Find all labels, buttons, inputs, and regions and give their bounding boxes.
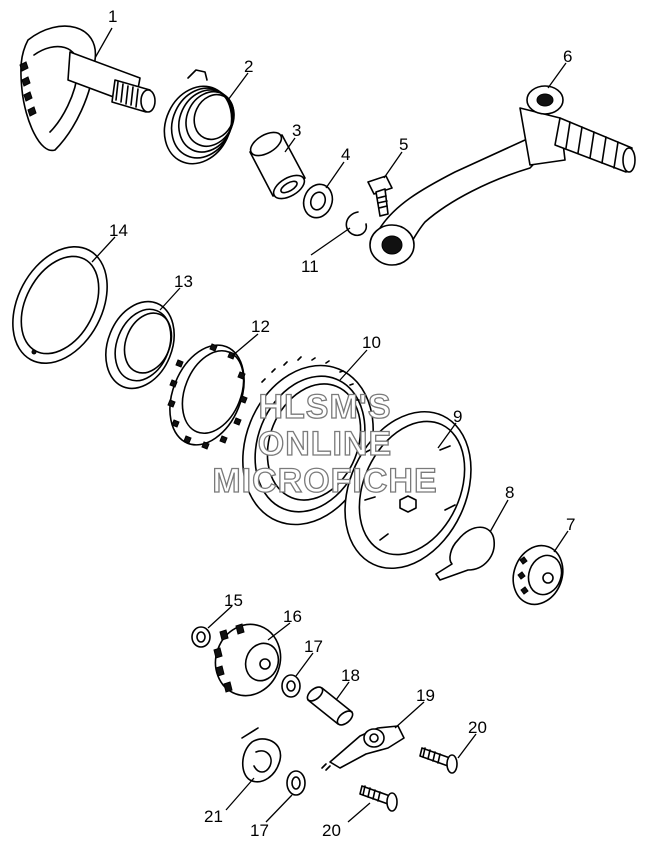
part-18-pin (306, 686, 354, 726)
part-14-plate (12, 246, 108, 364)
callout-12: 12 (251, 317, 270, 336)
part-3-bushing (249, 131, 306, 200)
callout-1: 1 (108, 7, 117, 26)
part-19-pawl-lever (321, 725, 405, 771)
callout-21: 21 (204, 807, 223, 826)
callout-2: 2 (244, 57, 253, 76)
watermark-line-1: HLSM'S (258, 388, 391, 426)
part-12-roller-cage (167, 343, 248, 450)
callout-6: 6 (563, 47, 572, 66)
part-6-kick-lever (369, 85, 636, 266)
callout-7: 7 (566, 515, 575, 534)
callout-10: 10 (362, 333, 381, 352)
callout-20-lower: 20 (322, 821, 341, 840)
part-10-ring-gear (242, 356, 374, 526)
watermark-line-3: MICROFICHE (212, 462, 437, 500)
callout-11: 11 (301, 257, 319, 276)
watermark-line-2: ONLINE (258, 425, 392, 463)
part-21-spring-clip (241, 727, 282, 783)
callout-5: 5 (399, 135, 408, 154)
callout-9: 9 (453, 407, 462, 426)
callout-17-upper: 17 (304, 637, 323, 656)
callout-8: 8 (505, 483, 514, 502)
part-9-clutch-plate (344, 410, 472, 570)
callout-16: 16 (283, 607, 302, 626)
callout-3: 3 (292, 121, 301, 140)
callout-17-lower: 17 (250, 821, 269, 840)
part-11-circlip (345, 211, 368, 237)
callout-4: 4 (341, 145, 350, 164)
callout-20-upper: 20 (468, 718, 487, 737)
part-20-screw-upper (419, 747, 458, 774)
part-17-washer-upper (281, 674, 301, 698)
part-8-gasket (435, 526, 495, 581)
part-13-ring (105, 300, 175, 390)
part-16-starter-gear (213, 623, 282, 697)
callout-13: 13 (174, 272, 193, 291)
callout-19: 19 (416, 686, 435, 705)
callout-14: 14 (109, 221, 128, 240)
part-1-kick-shaft (19, 25, 156, 152)
watermark: HLSM'S ONLINE MICROFICHE (212, 387, 438, 500)
part-20-screw-lower (359, 785, 398, 812)
part-2-spring (163, 69, 235, 165)
callout-18: 18 (341, 666, 360, 685)
part-17-washer-lower (286, 770, 306, 796)
part-5-bolt (367, 175, 393, 217)
leader-lines (91, 27, 569, 823)
part-4-washer (302, 183, 334, 219)
part-7-drive-gear (512, 544, 564, 606)
callout-15: 15 (224, 591, 243, 610)
part-15-washer (191, 626, 211, 648)
